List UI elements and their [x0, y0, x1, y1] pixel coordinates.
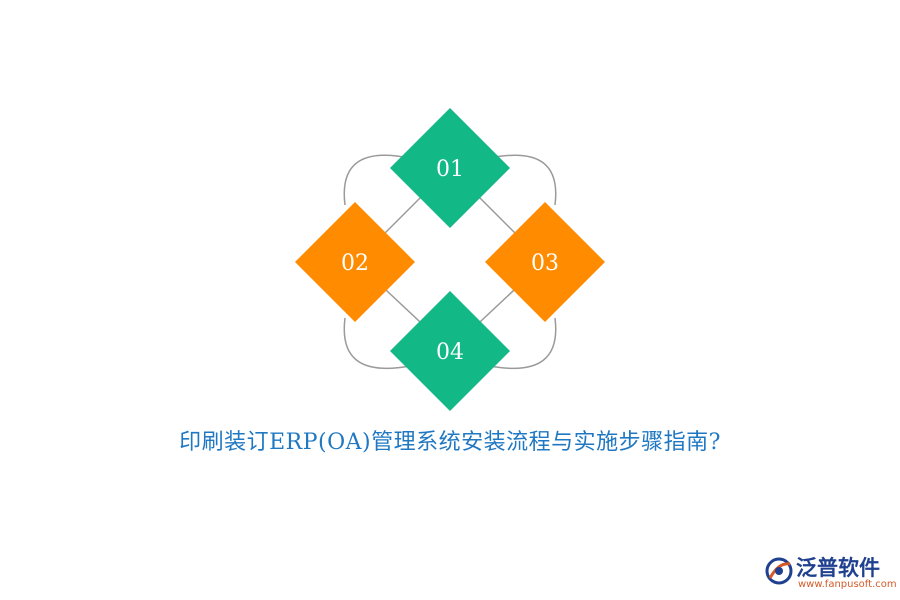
loop-top-left	[343, 154, 411, 206]
node-03: 03	[485, 202, 605, 322]
loop-bottom-left	[343, 317, 411, 370]
fanpu-logo-icon	[765, 557, 793, 585]
brand-logo-block: 泛普软件 www.fanpusoft.com	[764, 552, 897, 592]
node-04: 04	[390, 291, 510, 411]
diamond-shape	[485, 202, 605, 322]
diamond-shape	[390, 108, 510, 228]
node-label: 04	[436, 340, 464, 365]
brand-url: www.fanpusoft.com	[798, 579, 897, 590]
page-title: 印刷装订ERP(OA)管理系统安装流程与实施步骤指南?	[179, 430, 721, 455]
node-02: 02	[295, 202, 415, 322]
diamond-shape	[390, 291, 510, 411]
node-label: 02	[341, 251, 369, 276]
loop-top-right	[489, 154, 557, 206]
loop-bottom-right	[489, 317, 557, 370]
node-label: 03	[531, 251, 559, 276]
node-01: 01	[390, 108, 510, 228]
node-label: 01	[436, 157, 464, 182]
diamond-shape	[295, 202, 415, 322]
brand-name: 泛普软件	[796, 556, 880, 580]
